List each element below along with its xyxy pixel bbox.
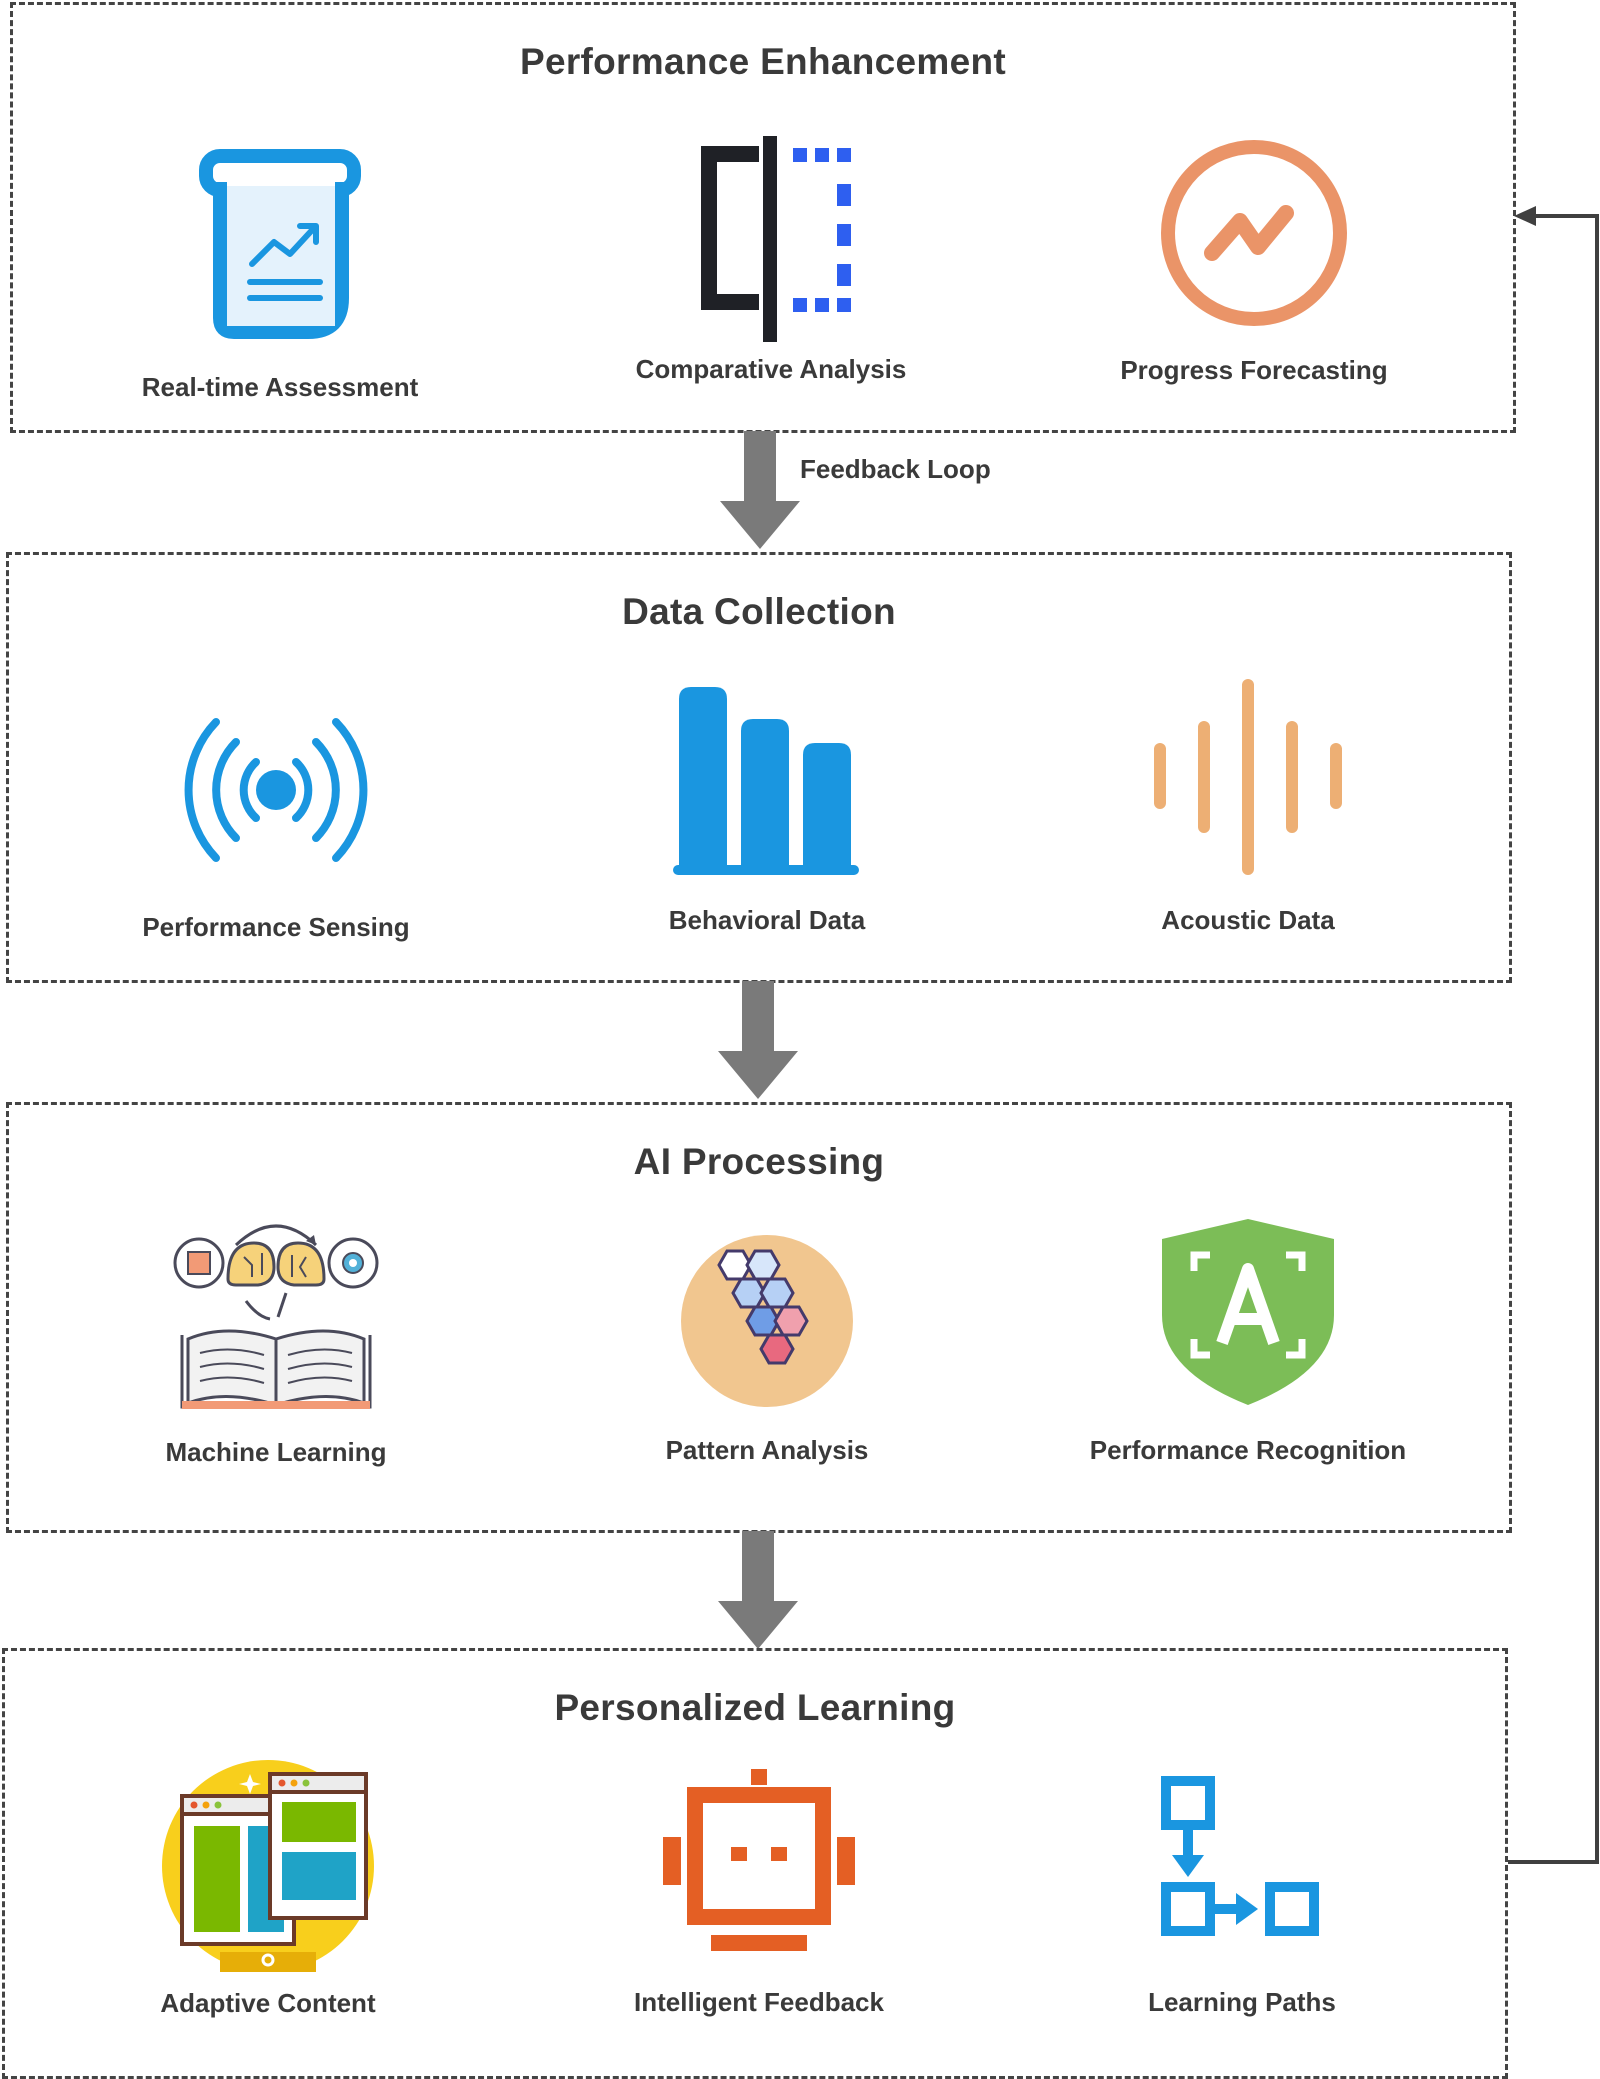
item-label: Behavioral Data xyxy=(668,905,866,935)
item-label: Performance Sensing xyxy=(142,912,410,942)
item-intelligent-feedback: Intelligent Feedback xyxy=(549,1755,969,2018)
hexagon-pattern-icon xyxy=(681,1235,853,1407)
brain-book-icon xyxy=(173,1224,379,1409)
item-acoustic-data: Acoustic Data xyxy=(1038,673,1458,936)
item-label: Acoustic Data xyxy=(1161,905,1335,935)
robot-face-icon xyxy=(663,1769,855,1951)
shield-letter-icon xyxy=(1162,1219,1334,1405)
item-label: Machine Learning xyxy=(165,1437,387,1467)
flow-path-icon xyxy=(1161,1776,1319,1936)
section-title: Data Collection xyxy=(622,591,896,632)
item-label: Comparative Analysis xyxy=(635,354,907,384)
item-learning-paths: Learning Paths xyxy=(1032,1755,1452,2018)
split-compare-icon xyxy=(701,136,851,342)
item-label: Performance Recognition xyxy=(1089,1435,1407,1465)
down-arrow xyxy=(718,981,798,1099)
item-label: Progress Forecasting xyxy=(1120,355,1388,385)
section-title: AI Processing xyxy=(633,1141,885,1182)
down-arrow xyxy=(718,1531,798,1649)
down-arrow xyxy=(720,431,800,549)
browser-windows-icon xyxy=(162,1760,374,1972)
item-behavioral-data: Behavioral Data xyxy=(557,673,977,936)
item-label: Real-time Assessment xyxy=(141,372,419,402)
section-performance-enhancement: Performance Enhancement Real-time Assess… xyxy=(10,2,1516,433)
broadcast-sensor-icon xyxy=(184,718,368,862)
item-real-time-assessment: Real-time Assessment xyxy=(70,140,490,403)
item-comparative-analysis: Comparative Analysis xyxy=(561,122,981,385)
item-label: Adaptive Content xyxy=(160,1988,376,2018)
item-progress-forecasting: Progress Forecasting xyxy=(1044,123,1464,386)
report-chart-icon xyxy=(199,149,361,339)
item-pattern-analysis: Pattern Analysis xyxy=(557,1203,977,1466)
section-title: Performance Enhancement xyxy=(519,41,1006,82)
item-machine-learning: Machine Learning xyxy=(66,1205,486,1468)
item-performance-sensing: Performance Sensing xyxy=(66,680,486,943)
section-title: Personalized Learning xyxy=(554,1687,956,1728)
item-adaptive-content: Adaptive Content xyxy=(58,1756,478,2019)
item-label: Pattern Analysis xyxy=(665,1435,869,1465)
item-label: Intelligent Feedback xyxy=(634,1987,884,2017)
item-performance-recognition: Performance Recognition xyxy=(1038,1203,1458,1466)
sound-wave-icon xyxy=(1154,679,1342,875)
item-label: Learning Paths xyxy=(1148,1987,1336,2017)
section-personalized-learning: Personalized Learning Adaptive Content xyxy=(2,1648,1508,2079)
trend-circle-icon xyxy=(1161,140,1347,326)
feedback-loop-label: Feedback Loop xyxy=(800,454,991,484)
bar-chart-icon xyxy=(673,687,859,875)
